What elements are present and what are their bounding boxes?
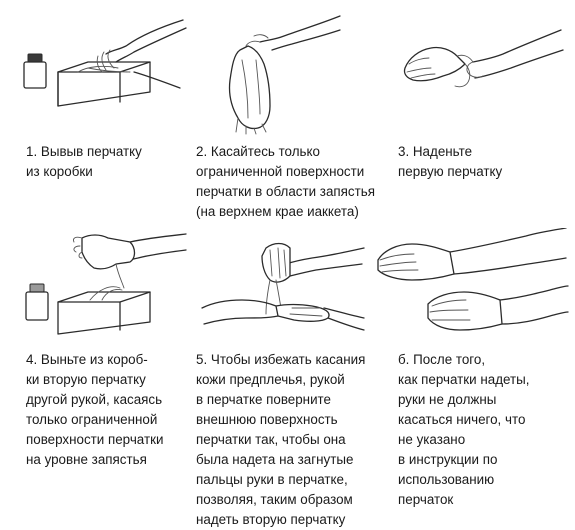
step-4-caption-line: только ограниченной (26, 412, 158, 427)
step-2-caption-line: ограниченной поверхности (196, 164, 365, 179)
step-1-caption: 1. Вывыв перчатку из коробки (26, 142, 142, 182)
step-5-caption-line: кожи предплечья, рукой (196, 372, 345, 387)
second-glove-from-box-drawing (25, 233, 187, 335)
step-3-caption: 3. Наденьте первую перчатку (398, 142, 502, 182)
step-4-caption-line: другой рукой, касаясь (26, 392, 163, 407)
hand-holding-glove-drawing (228, 15, 341, 135)
step-5-caption: 5. Чтобы избежать касания кожи предплечь… (196, 350, 365, 530)
putting-on-glove-drawing (403, 29, 564, 88)
step-6-illustration (370, 228, 570, 338)
glove-box-hand-drawing (23, 19, 187, 107)
step-6-caption-line: касаться ничего, что (398, 412, 526, 427)
step-4-caption-line: 4. Выньте из короб- (26, 352, 148, 367)
step-2-illustration (208, 10, 343, 135)
step-6-caption: б. После того, как перчатки надеты, руки… (398, 350, 530, 510)
step-6-caption-line: руки не должны (398, 392, 497, 407)
step-2-caption-line: (на верхнем крае иаккета) (196, 204, 359, 219)
step-6-caption-line: не указано (398, 432, 466, 447)
step-5-caption-line: перчатки так, чтобы она (196, 432, 346, 447)
step-1-caption-line: 1. Вывыв перчатку (26, 144, 142, 159)
step-3-caption-line: 3. Наденьте (398, 144, 473, 159)
step-5-caption-line: внешнюю поверхность (196, 412, 338, 427)
step-4-caption-line: поверхности перчатки (26, 432, 164, 447)
step-4-illustration (18, 222, 188, 337)
step-6-caption-line: перчаток (398, 492, 454, 507)
turning-glove-cuff-drawing (201, 242, 365, 331)
step-5-caption-line: 5. Чтобы избежать касания (196, 352, 366, 367)
step-3-caption-line: первую перчатку (398, 164, 503, 179)
step-6-caption-line: как перчатки надеты, (398, 372, 530, 387)
step-6-caption-line: использованию (398, 472, 495, 487)
step-6-caption-line: б. После того, (398, 352, 486, 367)
step-4-caption-line: на уровне запястья (26, 452, 147, 467)
step-1-caption-line: из коробки (26, 164, 93, 179)
step-4-caption: 4. Выньте из короб- ки вторую перчатку д… (26, 350, 163, 470)
step-5-caption-line: надеть вторую перчатку (196, 512, 346, 527)
step-5-caption-line: пальцы руки в перчатке, (196, 472, 348, 487)
step-6-caption-line: в инструкции по (398, 452, 498, 467)
step-1-illustration (18, 10, 188, 110)
step-5-caption-line: позволяя, таким образом (196, 492, 353, 507)
step-5-caption-line: в перчатке поверните (196, 392, 331, 407)
step-3-illustration (395, 24, 565, 119)
step-2-caption-line: перчатки в области запястья (196, 184, 375, 199)
both-hands-gloved-drawing (377, 228, 569, 331)
step-5-caption-line: была надета на загнутые (196, 452, 354, 467)
step-5-illustration (196, 228, 366, 338)
step-2-caption: 2. Касайтесь только ограниченной поверхн… (196, 142, 375, 222)
step-2-caption-line: 2. Касайтесь только (196, 144, 320, 159)
step-4-caption-line: ки вторую перчатку (26, 372, 146, 387)
